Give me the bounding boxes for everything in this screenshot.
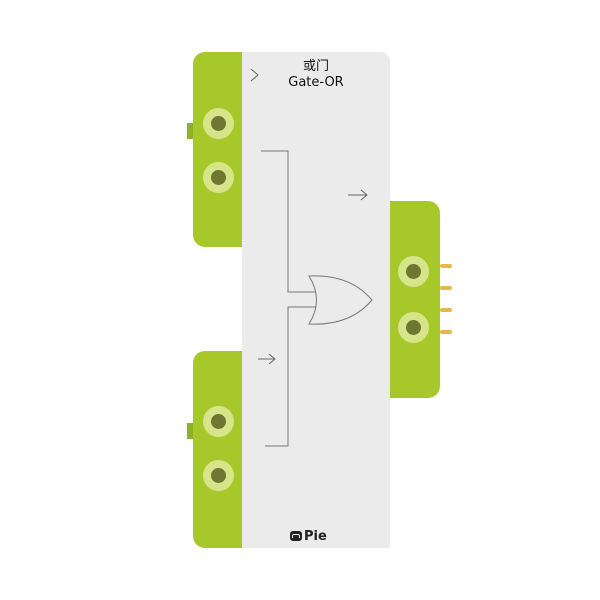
or-gate-symbol <box>308 275 373 325</box>
brand-mark-icon <box>290 531 302 541</box>
bottom-module-port-1[interactable] <box>203 406 234 437</box>
output-module-right[interactable] <box>390 201 440 398</box>
wire-bottom <box>265 306 316 447</box>
bottom-module-port-2[interactable] <box>203 460 234 491</box>
brand-logo: Pie <box>290 528 340 544</box>
arrow-right-icon <box>258 353 276 365</box>
input-module-top[interactable] <box>193 52 242 247</box>
output-pin-2 <box>440 286 452 290</box>
brand-name: Pie <box>304 528 327 544</box>
title-english: Gate-OR <box>288 75 344 90</box>
top-module-port-1[interactable] <box>203 108 234 139</box>
chevron-right-icon <box>250 68 259 82</box>
top-module-port-2[interactable] <box>203 162 234 193</box>
input-module-bottom[interactable] <box>193 351 242 548</box>
title-chinese: 或门 <box>302 59 329 74</box>
arrow-right-icon <box>348 189 368 201</box>
output-pin-3 <box>440 308 452 312</box>
right-module-port-2[interactable] <box>398 312 429 343</box>
wire-top <box>261 150 316 293</box>
right-module-port-1[interactable] <box>398 256 429 287</box>
top-module-tab <box>187 123 194 139</box>
output-pin-1 <box>440 264 452 268</box>
output-pin-4 <box>440 330 452 334</box>
bottom-module-tab <box>187 423 194 439</box>
